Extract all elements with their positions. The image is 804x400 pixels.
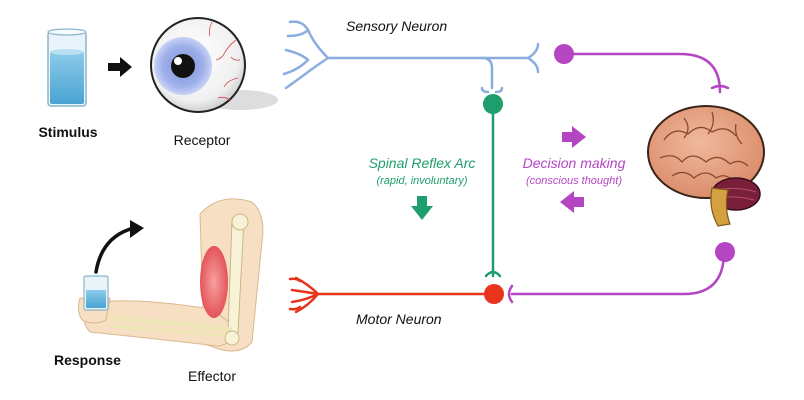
- conscious-synapse-bottom: [715, 242, 735, 262]
- reflex-interneuron: [484, 104, 502, 278]
- spinal-reflex-sub-label: (rapid, involuntary): [376, 175, 468, 187]
- water-glass-icon: [47, 28, 87, 107]
- sensory-neuron: [282, 20, 540, 94]
- arrow-down-icon: [411, 196, 433, 220]
- motor-neuron-label: Motor Neuron: [356, 311, 442, 327]
- spinal-reflex-label: Spinal Reflex Arc: [368, 155, 476, 171]
- sensory-neuron-label: Sensory Neuron: [346, 18, 448, 34]
- arrow-to-brain-icon: [562, 126, 586, 148]
- stimulus-label: Stimulus: [38, 124, 98, 140]
- motor-neuron: [288, 276, 486, 314]
- decision-sub-label: (conscious thought): [526, 175, 622, 187]
- curved-arrow-icon: [94, 220, 144, 274]
- receptor-label: Receptor: [173, 132, 231, 148]
- arrow-from-brain-icon: [560, 191, 584, 213]
- reflex-synapse: [483, 94, 503, 114]
- effector-label: Effector: [188, 368, 236, 384]
- eyeball-icon: [150, 17, 278, 113]
- response-label: Response: [54, 352, 121, 368]
- motor-synapse: [484, 284, 504, 304]
- decision-label: Decision making: [522, 155, 626, 171]
- arrow-right-icon: [108, 57, 132, 77]
- conscious-synapse-top: [554, 44, 574, 64]
- brain-icon: [647, 105, 765, 227]
- arm-muscle-icon: [77, 198, 264, 352]
